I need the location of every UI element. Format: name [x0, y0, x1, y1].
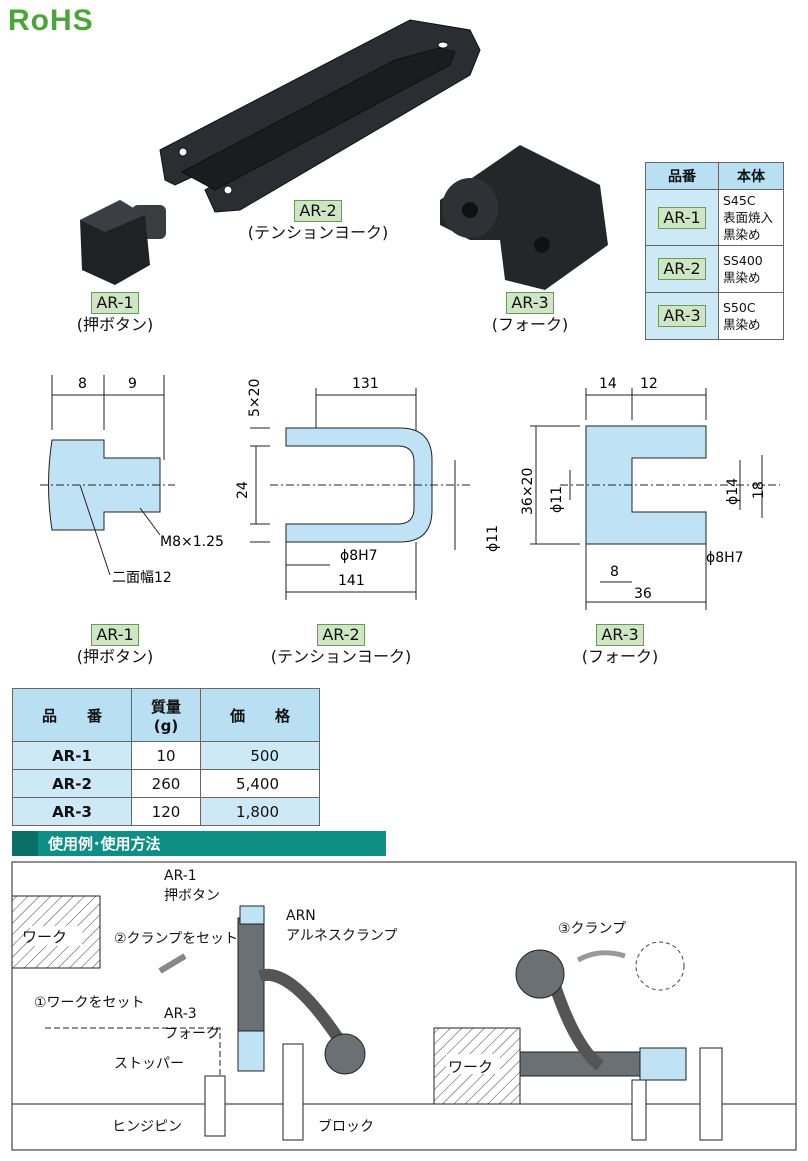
- dim: 14: [599, 376, 617, 392]
- usage-frame: [11, 861, 797, 1151]
- clamp-handle: [258, 968, 345, 1045]
- part-name: (フォーク): [581, 647, 659, 666]
- part-name: (テンションヨーク): [270, 647, 412, 666]
- part-name: (テンションヨーク): [247, 223, 389, 242]
- product-photos: [80, 19, 608, 290]
- dia-label: ϕ11: [549, 486, 565, 513]
- code-tag: AR-2: [294, 200, 342, 222]
- flats-label: 二面幅12: [112, 570, 172, 586]
- dim: 24: [235, 481, 251, 499]
- dim: 36: [634, 586, 652, 602]
- hole-label: ϕ8H7: [340, 548, 378, 564]
- ar1-button: [239, 905, 265, 925]
- hinge-pin: [204, 1075, 226, 1137]
- slot-label: 18: [751, 481, 767, 499]
- dim: 12: [640, 376, 658, 392]
- dim: 36×20: [520, 468, 536, 515]
- label-stopper: ストッパー: [114, 1056, 184, 1072]
- caption-ar3-photo: AR-3 (フォーク): [470, 292, 590, 335]
- header-weight: 質量 (g): [131, 688, 201, 742]
- section-marker: [12, 831, 38, 856]
- dim: 131: [352, 376, 379, 392]
- label-step3: ③クランプ: [558, 921, 627, 937]
- code-tag: AR-1: [91, 624, 139, 646]
- table-row: AR-3 120 1,800: [12, 797, 320, 826]
- usage-diagram: [11, 861, 797, 1151]
- handle-knob: [324, 1033, 366, 1075]
- ar3-fork: [237, 1030, 265, 1072]
- caption-ar2-drawing: AR-2 (テンションヨーク): [256, 624, 426, 667]
- header-material: 本体: [718, 162, 784, 190]
- code-tag: AR-1: [91, 292, 139, 314]
- dia-label: ϕ14: [725, 478, 741, 505]
- block-pin: [282, 1043, 304, 1141]
- technical-drawings: 8 9 M8×1.25 二面幅12 131 5×20 24 ϕ8H7 141 ϕ…: [40, 375, 780, 610]
- header-price: 価 格: [200, 688, 320, 742]
- header-code: 品番: [645, 162, 719, 190]
- ar1-drawing: [40, 375, 175, 576]
- handle-ghost: [635, 941, 685, 991]
- code-tag: AR-3: [596, 624, 644, 646]
- ar3-fork-right: [639, 1047, 687, 1081]
- hole-label: ϕ8H7: [706, 550, 744, 566]
- caption-ar1-photo: AR-1 (押ボタン): [60, 292, 170, 335]
- section-header: 使用例･使用方法: [12, 831, 386, 856]
- dim: 8: [78, 376, 87, 392]
- part-name: (押ボタン): [76, 647, 154, 666]
- arrow-step3: [576, 950, 626, 963]
- dia-label: ϕ11: [485, 525, 501, 552]
- ar2-drawing: [250, 388, 470, 600]
- code-tag: AR-3: [506, 292, 554, 314]
- handle-knob-right: [515, 949, 565, 999]
- code-tag: AR-2: [317, 624, 365, 646]
- clamp-handle-right: [549, 984, 604, 1071]
- label-hinge-pin: ヒンジピン: [112, 1119, 182, 1135]
- dim: 5×20: [247, 379, 263, 417]
- section-title: 使用例･使用方法: [48, 835, 161, 853]
- caption-ar3-drawing: AR-3 (フォーク): [565, 624, 675, 667]
- caption-ar1-drawing: AR-1 (押ボタン): [60, 624, 170, 667]
- label-work: ワーク: [22, 928, 68, 946]
- ar1-photo: [80, 200, 166, 285]
- arn-clamp-horizontal: [519, 1051, 641, 1077]
- label-step2: ②クランプをセット: [114, 931, 239, 947]
- rohs-badge: RoHS: [8, 4, 94, 37]
- label-step1: ①ワークをセット: [34, 995, 145, 1011]
- ar3-photo: [440, 145, 608, 290]
- dim: 9: [128, 376, 137, 392]
- thread-label: M8×1.25: [160, 534, 224, 550]
- header-code: 品 番: [12, 688, 132, 742]
- part-name: (押ボタン): [76, 315, 154, 334]
- arrow-step2: [158, 953, 187, 974]
- table-row: AR-2 260 5,400: [12, 769, 320, 798]
- ar3-drawing: [530, 388, 780, 610]
- label-block: ブロック: [318, 1119, 374, 1135]
- dim: 8: [610, 564, 619, 580]
- ar2-photo: [159, 19, 481, 213]
- table-row: AR-1 10 500: [12, 741, 320, 770]
- part-name: (フォーク): [491, 315, 569, 334]
- label-work-right: ワーク: [448, 1058, 494, 1076]
- price-table: 品 番 質量 (g) 価 格 AR-1 10 500 AR-2 260 5,40…: [12, 688, 320, 826]
- caption-ar2-photo: AR-2 (テンションヨーク): [228, 200, 408, 243]
- dim: 141: [338, 573, 365, 589]
